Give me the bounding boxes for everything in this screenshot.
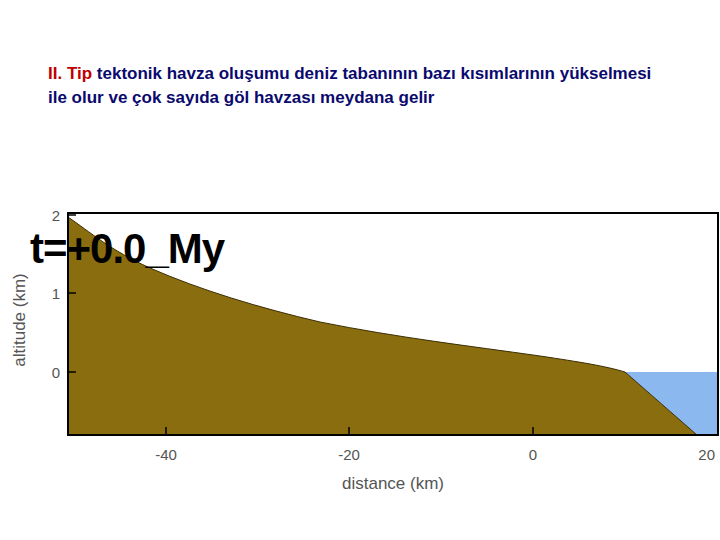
axis-title: distance (km) bbox=[342, 474, 444, 494]
tick-label: 0 bbox=[529, 446, 537, 463]
slide-heading: II. Tip tektonik havza oluşumu deniz tab… bbox=[48, 62, 668, 110]
tick-label: 0 bbox=[52, 364, 60, 381]
heading-text: tektonik havza oluşumu deniz tabanının b… bbox=[48, 64, 651, 107]
time-label: t=+0.0_My bbox=[30, 226, 224, 272]
axis-title: altitude (km) bbox=[10, 273, 30, 367]
tick-label: 1 bbox=[52, 285, 60, 302]
type-label: II. Tip bbox=[48, 64, 92, 83]
tick-label: 20 bbox=[698, 446, 715, 463]
tick-label: -20 bbox=[338, 446, 360, 463]
tick-label: 2 bbox=[52, 207, 60, 224]
tick-label: -40 bbox=[155, 446, 177, 463]
